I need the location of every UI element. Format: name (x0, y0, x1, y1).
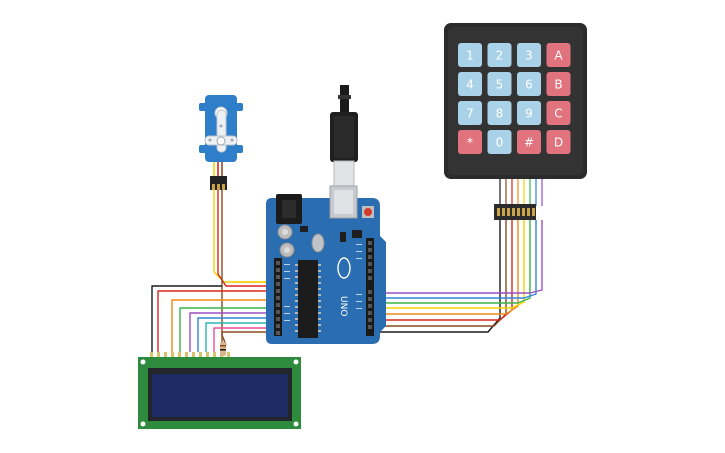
keypad-key-4[interactable] (458, 72, 482, 96)
wire-lcd-black (151, 285, 222, 352)
wire-lcd-teal (205, 322, 282, 352)
wires (151, 178, 543, 352)
board-label: UNO (338, 296, 348, 316)
wire-lcd-red (157, 290, 282, 352)
servo-motor (199, 95, 243, 190)
keypad-key-label: 8 (496, 107, 504, 121)
usb-cable (330, 85, 358, 187)
keypad-key-label: B (554, 78, 562, 92)
keypad-key-label: 6 (525, 78, 533, 92)
keypad-key-9[interactable] (517, 101, 541, 125)
keypad-key-8[interactable] (487, 101, 512, 125)
keypad-key-hash[interactable] (517, 130, 541, 154)
wire-lcd-pink (213, 327, 282, 352)
keypad-key-6[interactable] (517, 72, 541, 96)
keypad-key-1[interactable] (458, 43, 482, 67)
keypad-key-label: 7 (466, 107, 474, 121)
wire-lcd-blue (197, 317, 282, 352)
wire-key-1 (372, 220, 501, 333)
wire-key-8 (372, 220, 543, 294)
wire-key-7 (372, 220, 537, 299)
lcd-16x2-display (138, 342, 301, 429)
usb-plug-metal (333, 160, 355, 187)
keypad-key-label: D (554, 136, 563, 150)
wire-key-3 (372, 220, 513, 321)
lcd-screen (152, 374, 288, 417)
lcd-pins (150, 352, 230, 357)
keypad-key-d[interactable] (546, 130, 571, 154)
wire-servo-brown (221, 190, 227, 346)
keypad-key-label: # (524, 136, 534, 150)
keypad-key-label: * (467, 136, 473, 150)
keypad-key-label: 0 (496, 136, 504, 150)
board-branding: UNO (337, 257, 351, 316)
keypad-key-label: C (554, 107, 562, 121)
keypad-key-7[interactable] (458, 101, 482, 125)
wire-key-5 (372, 220, 525, 309)
membrane-keypad: 1 2 3 A 4 5 6 B 7 8 9 C * 0 # D (444, 23, 587, 220)
keypad-key-label: 1 (466, 49, 474, 63)
wire-key-6 (372, 220, 531, 304)
wire-key-2 (372, 220, 507, 327)
keypad-key-2[interactable] (487, 43, 512, 67)
keypad-key-label: 4 (466, 78, 474, 92)
wire-lcd-green (179, 307, 282, 352)
keypad-key-label: 9 (525, 107, 533, 121)
arduino-uno-board: UNO (266, 185, 386, 344)
keypad-key-a[interactable] (546, 43, 571, 67)
keypad-key-b[interactable] (546, 72, 571, 96)
wire-lcd-orange (171, 299, 282, 352)
keypad-key-star[interactable] (458, 130, 482, 154)
keypad-key-3[interactable] (517, 43, 541, 67)
servo-horn (216, 109, 227, 153)
keypad-key-5[interactable] (487, 72, 512, 96)
keypad-key-label: A (554, 49, 563, 63)
board-atmega-chip (298, 260, 318, 338)
wire-key-4 (372, 220, 519, 315)
keypad-keys (458, 43, 571, 154)
keypad-key-label: 2 (496, 49, 504, 63)
board-logo (337, 257, 351, 279)
keypad-key-labels: 1 2 3 A 4 5 6 B 7 8 9 C * 0 # D (466, 49, 563, 150)
keypad-flex-cable (499, 178, 543, 206)
wire-lcd-purple (189, 312, 282, 352)
keypad-key-label: 5 (496, 78, 504, 92)
keypad-key-label: 3 (525, 49, 533, 63)
keypad-key-c[interactable] (546, 101, 571, 125)
keypad-key-0[interactable] (487, 130, 512, 154)
board-digital-header (366, 238, 374, 336)
